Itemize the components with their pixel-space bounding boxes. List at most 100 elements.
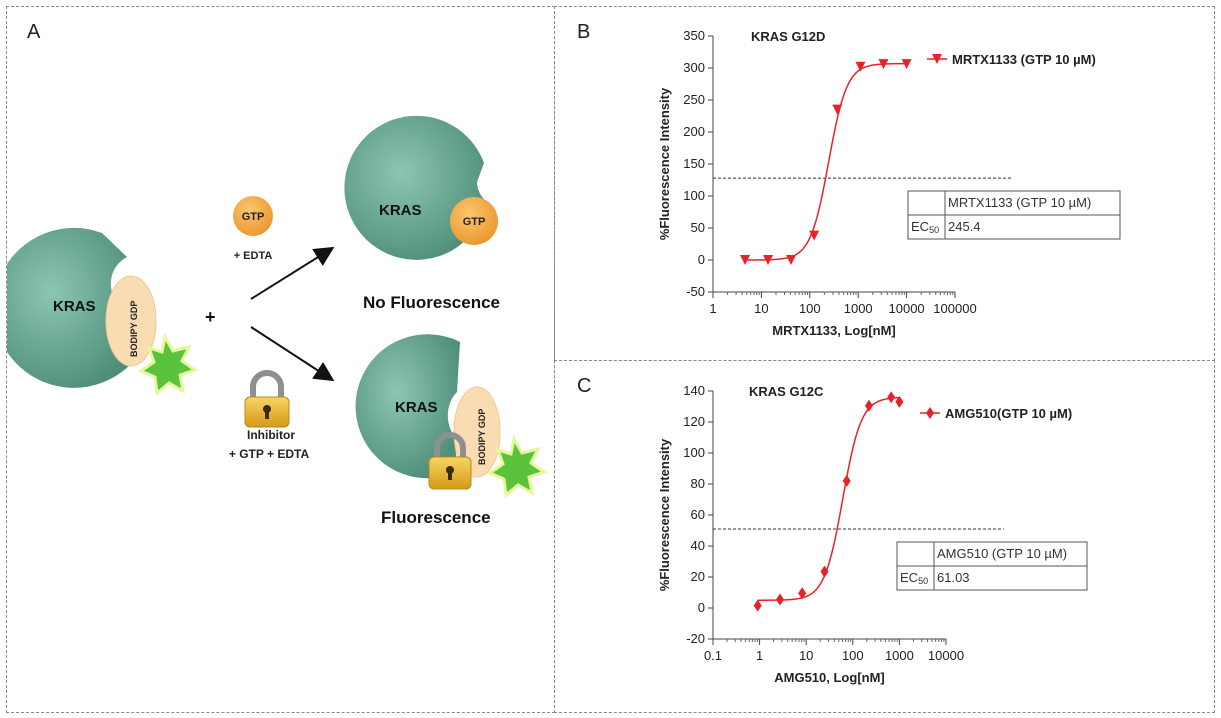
y-tick-label: 100 [683, 188, 705, 203]
x-tick-label: 10 [754, 301, 768, 316]
chart-title: KRAS G12D [751, 29, 825, 44]
legend-marker [926, 407, 934, 419]
inhibitor-lock-icon [244, 370, 290, 428]
bodipy-label-left: BODIPY GDP [129, 301, 139, 357]
data-point [887, 391, 896, 404]
y-tick-label: 60 [691, 507, 705, 522]
y-tick-label: 80 [691, 476, 705, 491]
inhibitor-label: Inhibitor [247, 428, 295, 442]
chart-title: KRAS G12C [749, 384, 824, 399]
inhibitor-sub-label: + GTP + EDTA [229, 447, 310, 461]
y-tick-label: 50 [691, 220, 705, 235]
gtp-bound [450, 197, 498, 245]
data-point [775, 593, 784, 606]
ec50-table-row-label: EC50 [911, 219, 939, 235]
x-tick-label: 10 [799, 648, 813, 663]
y-tick-label: 120 [683, 414, 705, 429]
legend-label: MRTX1133 (GTP 10 µM) [952, 52, 1096, 67]
chart-c: KRAS G12C -20 0 20 40 60 80 100 120 140 0.1 1 10 100 1… [657, 383, 1088, 685]
data-point [753, 599, 762, 612]
ec50-table-header: AMG510 (GTP 10 µM) [937, 546, 1067, 561]
x-tick-label: 1 [709, 301, 716, 316]
y-tick-label: 150 [683, 156, 705, 171]
y-tick-label: 250 [683, 92, 705, 107]
data-point [786, 255, 797, 265]
y-axis-label: %Fluorescence Intensity [657, 438, 672, 591]
bound-lock-icon [428, 432, 472, 490]
data-point [901, 59, 912, 70]
panel-b-letter: B [577, 21, 591, 43]
legend-label: AMG510(GTP 10 µM) [945, 406, 1072, 421]
kras-protein-left [7, 227, 137, 388]
kras-label-left: KRAS [53, 298, 96, 315]
x-tick-label: 10000 [928, 648, 964, 663]
gtp-reagent: GTP + EDTA [233, 196, 273, 262]
y-tick-label: 40 [691, 538, 705, 553]
data-point [798, 587, 807, 600]
panel-a-letter: A [27, 21, 41, 43]
gtp-label: GTP [242, 211, 265, 223]
assay-schematic: KRAS BODIPY GDP + GTP + EDTA Inhibitor +… [7, 115, 548, 527]
y-tick-label: 200 [683, 124, 705, 139]
ec50-table-value: 61.03 [937, 570, 970, 585]
y-tick-label: -50 [686, 284, 705, 299]
y-tick-label: 0 [698, 252, 705, 267]
data-point [809, 230, 820, 241]
x-axis-label: MRTX1133, Log[nM] [772, 323, 896, 338]
ec50-table-value: 245.4 [948, 219, 981, 234]
kras-gtp-complex: KRAS GTP [344, 115, 498, 260]
fluorescence-label: Fluorescence [381, 508, 491, 527]
x-tick-label: 1000 [844, 301, 873, 316]
chart-b: KRAS G12D -50 0 50 100 150 200 250 300 350 1 10 100 1… [657, 28, 1121, 338]
arrow-down [250, 326, 335, 382]
x-tick-label: 10000 [889, 301, 925, 316]
y-tick-label: 300 [683, 60, 705, 75]
data-point [864, 399, 873, 412]
panel-a: A KRAS BODIPY GDP [6, 6, 555, 713]
bodipy-gdp-left [105, 275, 157, 367]
edta-label: + EDTA [234, 250, 273, 262]
panel-c: C KRAS G12C -20 0 20 40 60 80 100 120 140 0.1 1 10 10… [554, 360, 1215, 713]
y-tick-label: 20 [691, 569, 705, 584]
gtp-bound-label: GTP [463, 216, 486, 228]
y-tick-label: 140 [683, 383, 705, 398]
bodipy-label-right: BODIPY GDP [477, 409, 487, 465]
fluorescence-star-right-icon [486, 434, 548, 498]
data-point [832, 104, 843, 115]
x-tick-label: 0.1 [704, 648, 722, 663]
data-point [820, 565, 829, 578]
x-tick-label: 100 [842, 648, 864, 663]
fluorescence-star-icon [137, 332, 199, 396]
x-tick-label: 1000 [885, 648, 914, 663]
fit-curve [745, 62, 907, 261]
no-fluorescence-label: No Fluorescence [363, 293, 500, 312]
kras-bodipy-complex: KRAS BODIPY GDP [7, 227, 199, 396]
kras-label-top: KRAS [379, 202, 422, 219]
ec50-table-header: MRTX1133 (GTP 10 µM) [948, 195, 1091, 210]
panel-b: B KRAS G12D -50 0 50 100 150 200 250 300 350 1 10 10… [554, 6, 1215, 361]
data-point [842, 474, 851, 487]
fit-curve [757, 396, 900, 601]
data-point [740, 255, 751, 265]
y-axis-label: %Fluorescence Intensity [657, 87, 672, 240]
kras-label-bottom: KRAS [395, 399, 438, 416]
ec50-table-row-label: EC50 [900, 570, 928, 586]
panel-c-letter: C [577, 375, 592, 397]
x-axis-label: AMG510, Log[nM] [774, 670, 885, 685]
x-tick-label: 1 [756, 648, 763, 663]
y-tick-label: 350 [683, 28, 705, 43]
gtp-ball [233, 196, 273, 236]
y-tick-label: 0 [698, 600, 705, 615]
data-point [895, 395, 904, 408]
arrow-up [250, 246, 335, 300]
data-point [763, 255, 774, 265]
x-tick-label: 100000 [933, 301, 976, 316]
data-point [878, 59, 889, 70]
kras-protein-bottom [355, 334, 460, 479]
data-point [855, 61, 866, 72]
y-tick-label: 100 [683, 445, 705, 460]
legend-marker [932, 54, 942, 64]
y-tick-label: -20 [686, 631, 705, 646]
x-tick-label: 100 [799, 301, 821, 316]
kras-inhibited-complex: KRAS BODIPY GDP [355, 334, 548, 498]
